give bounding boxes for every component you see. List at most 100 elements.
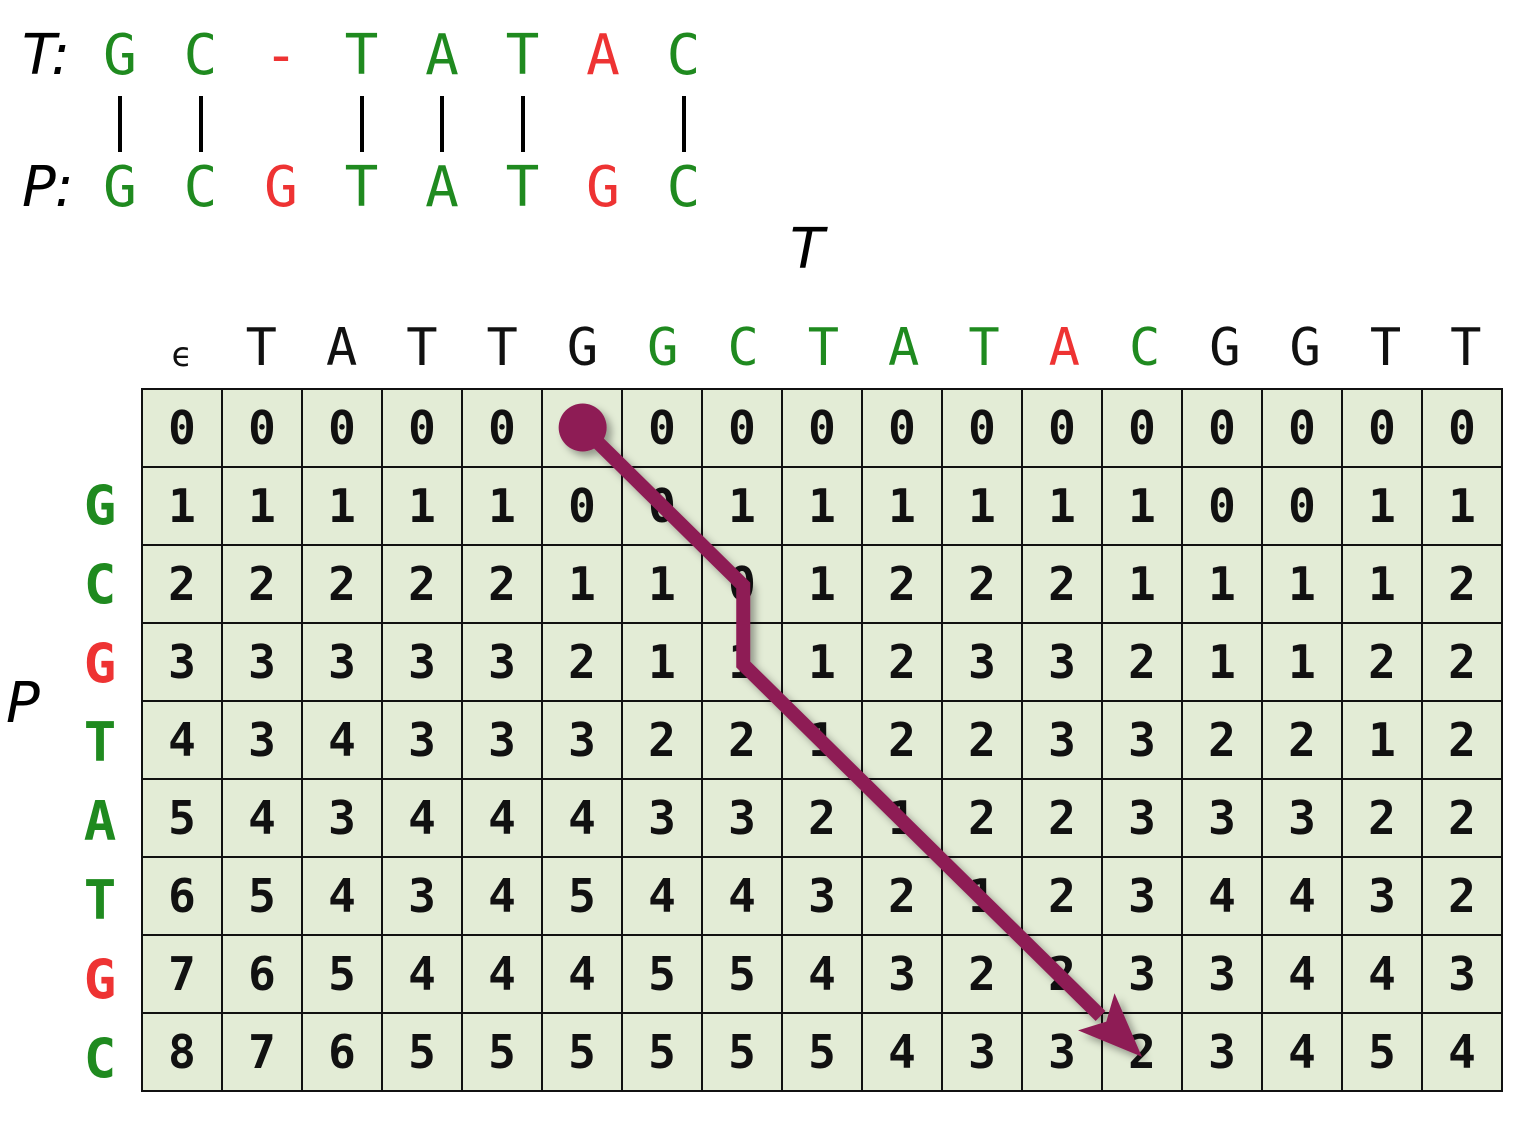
matrix-cell: 5 xyxy=(461,1012,543,1092)
matrix-cell: 4 xyxy=(381,934,463,1014)
matrix-cell: 1 xyxy=(701,466,783,546)
matrix-cell: 0 xyxy=(221,388,303,468)
t-aligned-char: T xyxy=(344,23,379,88)
matrix-cell: 3 xyxy=(381,622,463,702)
match-bar xyxy=(681,96,686,152)
matrix-cell: 1 xyxy=(541,544,623,624)
matrix-cell: 1 xyxy=(621,544,703,624)
matrix-cell: 2 xyxy=(861,544,943,624)
t-aligned-char: A xyxy=(586,23,620,88)
matrix-cell: 5 xyxy=(301,934,383,1014)
matrix-cell: 0 xyxy=(1181,466,1263,546)
column-header-char: G xyxy=(1209,318,1241,378)
matrix-cell: 1 xyxy=(301,466,383,546)
matrix-cell: 3 xyxy=(1181,934,1263,1014)
matrix-cell: 1 xyxy=(1341,466,1423,546)
matrix-cell: 2 xyxy=(1421,700,1503,780)
matrix-cell: 1 xyxy=(221,466,303,546)
matrix-cell: 1 xyxy=(941,466,1023,546)
traceback-line xyxy=(577,422,1106,1022)
column-header-char: T xyxy=(245,318,277,378)
matrix-cell: 2 xyxy=(461,544,543,624)
matrix-cell: 0 xyxy=(1261,388,1343,468)
matrix-cell: 2 xyxy=(221,544,303,624)
matrix-cell: 0 xyxy=(1101,388,1183,468)
t-aligned-char: T xyxy=(505,23,540,88)
traceback-start-dot xyxy=(558,403,607,452)
matrix-cell: 2 xyxy=(781,778,863,858)
column-header-char: C xyxy=(727,318,759,378)
match-bar xyxy=(198,96,203,152)
matrix-cell: 3 xyxy=(301,622,383,702)
p-aligned-char: T xyxy=(344,155,379,220)
matrix-cell: 0 xyxy=(141,388,223,468)
matrix-cell: 4 xyxy=(301,700,383,780)
matrix-cell: 1 xyxy=(461,466,543,546)
matrix-cell: 3 xyxy=(701,778,783,858)
matrix-cell: 4 xyxy=(1181,856,1263,936)
p-aligned-char: A xyxy=(425,155,459,220)
matrix-cell: 3 xyxy=(541,700,623,780)
matrix-cell: 3 xyxy=(1021,1012,1103,1092)
matrix-cell: 5 xyxy=(621,934,703,1014)
matrix-cell: 2 xyxy=(1421,622,1503,702)
matrix-cell: 3 xyxy=(381,700,463,780)
matrix-cell: 2 xyxy=(941,778,1023,858)
match-bar xyxy=(359,96,364,152)
matrix-cell: 5 xyxy=(541,856,623,936)
matrix-cell: 4 xyxy=(301,856,383,936)
matrix-cell: 3 xyxy=(461,622,543,702)
matrix-cell: 2 xyxy=(1421,856,1503,936)
matrix-cell: 2 xyxy=(861,700,943,780)
matrix-cell: 0 xyxy=(301,388,383,468)
row-header-char: T xyxy=(83,711,117,774)
matrix-cell: 4 xyxy=(1261,856,1343,936)
matrix-cell: 4 xyxy=(781,934,863,1014)
p-aligned-char: C xyxy=(666,155,701,220)
traceback-arrowhead xyxy=(1078,993,1142,1057)
matrix-cell: 1 xyxy=(1261,622,1343,702)
matrix-cell: 1 xyxy=(781,466,863,546)
matrix-cell: 2 xyxy=(621,700,703,780)
t-aligned-char: C xyxy=(666,23,701,88)
matrix-cell: 6 xyxy=(141,856,223,936)
matrix-cell: 2 xyxy=(861,622,943,702)
matrix-cell: 4 xyxy=(1341,934,1423,1014)
matrix-cell: 4 xyxy=(1421,1012,1503,1092)
matrix-cell: 4 xyxy=(541,778,623,858)
matrix-cell: 5 xyxy=(541,1012,623,1092)
matrix-cell: 2 xyxy=(1101,622,1183,702)
matrix-cell: 2 xyxy=(381,544,463,624)
p-axis-label: P xyxy=(6,671,40,736)
t-aligned-char: - xyxy=(264,23,298,88)
matrix-cell: 3 xyxy=(1021,622,1103,702)
matrix-cell: 2 xyxy=(941,544,1023,624)
matrix-cell: 0 xyxy=(861,388,943,468)
matrix-cell: 5 xyxy=(381,1012,463,1092)
t-axis-label: T xyxy=(790,217,825,282)
matrix-cell: 4 xyxy=(541,934,623,1014)
match-bar xyxy=(118,96,122,152)
matrix-cell: 1 xyxy=(781,622,863,702)
matrix-cell: 4 xyxy=(221,778,303,858)
matrix-cell: 2 xyxy=(1261,700,1343,780)
matrix-cell: 0 xyxy=(781,388,863,468)
matrix-cell: 3 xyxy=(861,934,943,1014)
matrix-cell: 3 xyxy=(1261,778,1343,858)
matrix-cell: 3 xyxy=(141,622,223,702)
row-header-char: T xyxy=(83,869,117,932)
matrix-row: 00000000000000000 xyxy=(141,388,1503,468)
column-header-char: G xyxy=(566,318,599,378)
matrix-cell: 1 xyxy=(1341,544,1423,624)
p-aligned-char: C xyxy=(183,155,218,220)
matrix-cell: 4 xyxy=(621,856,703,936)
matrix-cell: 0 xyxy=(541,466,623,546)
matrix-cell: 2 xyxy=(941,700,1023,780)
matrix-cell: 3 xyxy=(1101,700,1183,780)
row-header-char: G xyxy=(83,474,117,537)
column-header-char: A xyxy=(888,318,920,378)
